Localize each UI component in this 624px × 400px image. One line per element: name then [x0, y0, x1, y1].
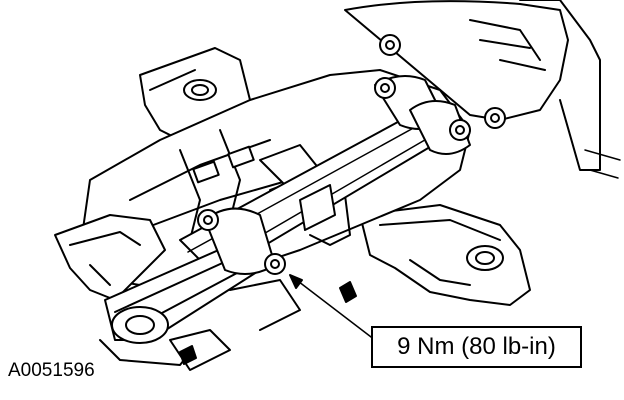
connector-tab: [339, 281, 357, 303]
torque-spec-callout: 9 Nm (80 lb-in): [371, 326, 582, 368]
figure-id: A0051596: [8, 360, 95, 381]
mounting-bolts: [197, 34, 506, 275]
bolt-3: [449, 119, 471, 141]
callout-arrowhead: [289, 274, 303, 289]
lower-right-bracket: [359, 204, 531, 306]
connector-tab: [179, 345, 197, 365]
bolt-2: [374, 77, 396, 99]
torque-spec-label: 9 Nm (80 lb-in): [397, 333, 556, 360]
lower-shaft-assembly: [99, 244, 301, 371]
bolt-4: [484, 107, 506, 129]
dashboard-structure: [344, 0, 621, 179]
left-shroud-bracket: [54, 214, 166, 301]
bolt-6: [264, 253, 286, 275]
bolt-5: [197, 209, 219, 231]
bracket-mount-hole: [466, 245, 504, 271]
bolt-1: [379, 34, 401, 56]
shaft-end-ring: [111, 306, 169, 344]
bracket-mount-hole: [183, 79, 217, 101]
callout-leader-line: [289, 274, 376, 341]
